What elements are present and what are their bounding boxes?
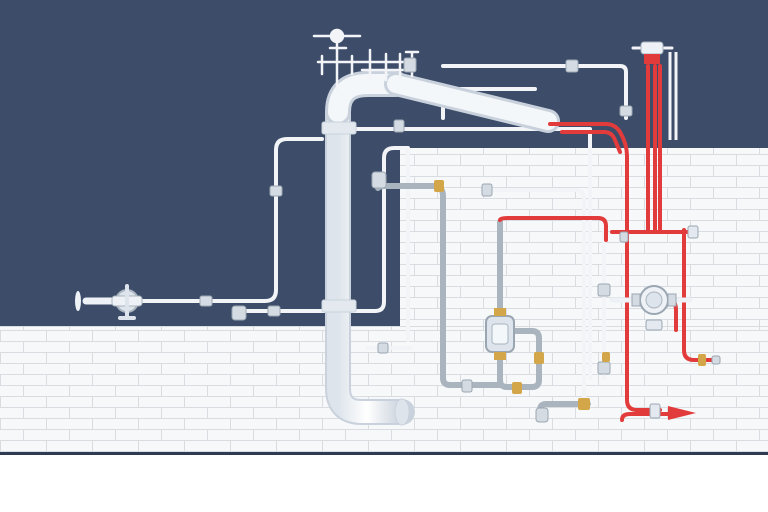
hot-riser-sleeves bbox=[668, 52, 678, 140]
coupling bbox=[269, 185, 283, 197]
distribution-manifold-icon bbox=[609, 285, 693, 331]
coupling bbox=[403, 57, 417, 73]
coupling bbox=[597, 283, 611, 297]
coupling bbox=[481, 183, 493, 197]
brass-fitting bbox=[602, 352, 610, 362]
hot-line-fittings bbox=[619, 225, 721, 419]
water-meter-icon bbox=[485, 308, 515, 360]
pipe-collar bbox=[321, 299, 357, 313]
roof-vent-icon bbox=[631, 41, 674, 64]
coupling bbox=[267, 305, 281, 317]
brass-fitting bbox=[578, 398, 590, 410]
coupling bbox=[461, 379, 473, 393]
coupling bbox=[565, 59, 579, 73]
hot-outlet-arrow bbox=[668, 406, 696, 420]
coupling bbox=[377, 342, 389, 354]
pipe-outlet bbox=[394, 398, 410, 426]
hand-wheel-valve-icon bbox=[75, 284, 144, 320]
ground-line bbox=[0, 452, 768, 455]
brass-fitting bbox=[512, 382, 522, 394]
elbow bbox=[371, 171, 387, 189]
coupling bbox=[619, 105, 633, 117]
pipe-collar bbox=[321, 121, 357, 135]
brass-fitting bbox=[434, 180, 444, 192]
pipe-fittings bbox=[199, 57, 633, 423]
main-downpipe bbox=[321, 71, 560, 426]
coupling bbox=[393, 119, 405, 133]
elbow bbox=[231, 305, 247, 321]
elbow bbox=[535, 407, 549, 423]
brass-fitting bbox=[534, 352, 544, 364]
coupling bbox=[597, 361, 611, 375]
coupling bbox=[199, 295, 213, 307]
